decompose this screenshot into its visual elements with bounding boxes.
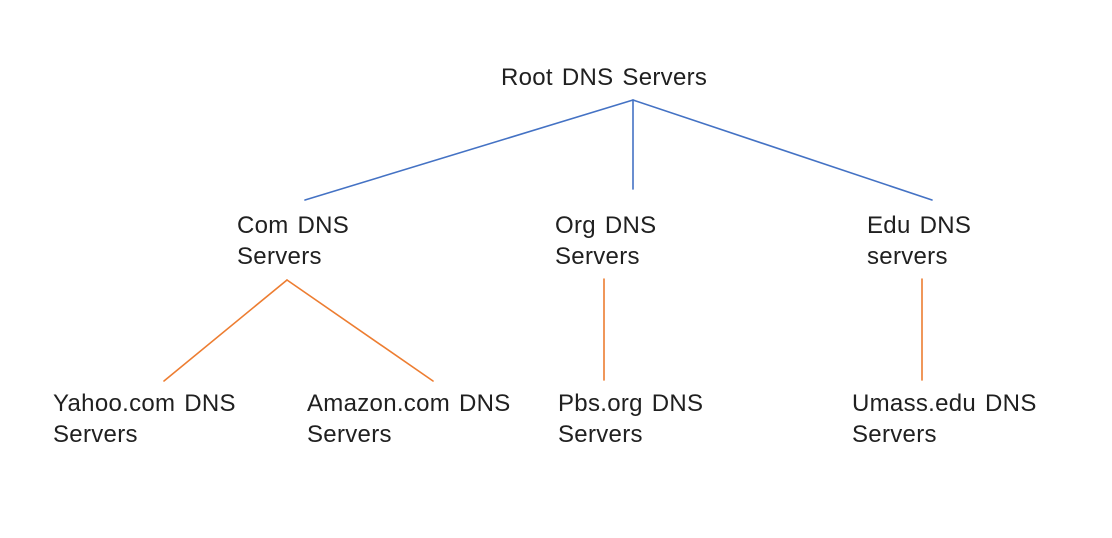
tree-edge	[286, 279, 434, 382]
tree-edge	[304, 99, 634, 201]
tree-edge	[163, 279, 288, 382]
tree-edge	[632, 99, 933, 201]
node-edu-dns-servers: Edu DNS servers	[867, 212, 972, 270]
node-org-dns-servers: Org DNS Servers	[555, 212, 657, 270]
node-umass-edu-dns-servers: Umass.edu DNS Servers	[852, 390, 1037, 448]
node-yahoo-com-dns-servers: Yahoo.com DNS Servers	[53, 390, 236, 448]
node-com-dns-servers: Com DNS Servers	[237, 212, 350, 270]
node-root-dns-servers: Root DNS Servers	[501, 64, 708, 91]
node-pbs-org-dns-servers: Pbs.org DNS Servers	[558, 390, 704, 448]
node-amazon-com-dns-servers: Amazon.com DNS Servers	[307, 390, 511, 448]
